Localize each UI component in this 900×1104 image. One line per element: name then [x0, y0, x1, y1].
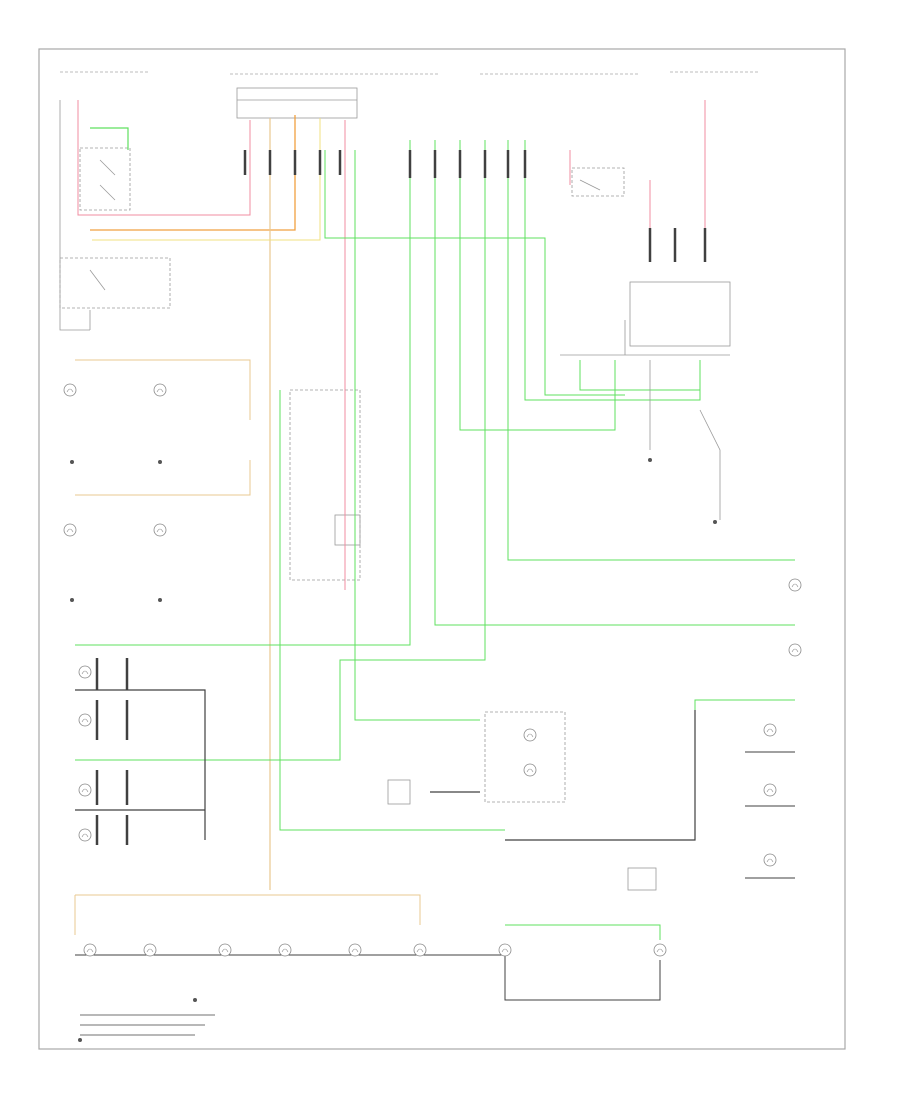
- lamp-front-right-1: [153, 383, 167, 397]
- lamp-bank-1-filament: [81, 670, 89, 675]
- ground-4: [713, 520, 717, 524]
- lamp-side-marker-left-filament: [791, 583, 799, 588]
- lamp-rear-2-filament: [766, 788, 774, 793]
- lower-right-connector: [627, 867, 657, 891]
- lamp-front-left-2-filament: [66, 528, 74, 533]
- wire-green-h6: [507, 140, 795, 561]
- wire-black-right-bus: [505, 710, 696, 841]
- ground-7: [193, 998, 197, 1002]
- lamp-cluster-right: [523, 728, 537, 742]
- lamp-front-left-2: [63, 523, 77, 537]
- wire-pink-left: [77, 100, 251, 216]
- lamp-bottom-7: [498, 943, 512, 957]
- lamp-bottom-7-filament: [501, 948, 509, 953]
- lamp-bank-2: [78, 713, 92, 727]
- lamp-side-marker-right: [788, 643, 802, 657]
- lamp-bank-4-filament: [81, 833, 89, 838]
- ground-6: [78, 1038, 82, 1042]
- lamp-bottom-3: [218, 943, 232, 957]
- lamp-bottom-1: [83, 943, 97, 957]
- wire-green-bottom-right: [505, 924, 661, 940]
- wire-green-h7: [524, 140, 701, 401]
- wire-black-bottom-ground: [75, 954, 661, 1001]
- lamp-front-right-2: [153, 523, 167, 537]
- wire-yellow-top: [92, 118, 321, 241]
- ground-1: [158, 460, 162, 464]
- lamp-rear-1-filament: [766, 728, 774, 733]
- wire-orange-main: [90, 115, 296, 231]
- lamp-bottom-2: [143, 943, 157, 957]
- lamp-bottom-8-filament: [656, 948, 664, 953]
- lamp-rear-3: [763, 853, 777, 867]
- wire-black-lamp-bank-top: [75, 689, 206, 840]
- ground-3: [158, 598, 162, 602]
- lamp-front-right-2-filament: [156, 528, 164, 533]
- wire-green-switch: [90, 127, 129, 150]
- lamp-bank-4: [78, 828, 92, 842]
- lamp-front-left-1-filament: [66, 388, 74, 393]
- wire-green-h2: [75, 140, 411, 646]
- flasher-module: [560, 281, 731, 356]
- lamp-front-right-1-filament: [156, 388, 164, 393]
- wire-tan-bottom-rail: [75, 894, 421, 925]
- wire-green-flasher: [579, 360, 700, 391]
- lamps: [63, 383, 802, 957]
- ground-2: [70, 598, 74, 602]
- wires: [59, 100, 795, 1036]
- connector-stubs: [95, 150, 707, 845]
- wire-tan-rail1: [75, 359, 251, 420]
- headlight-switch: [59, 257, 171, 330]
- turn-switch: [289, 389, 361, 581]
- lamp-rear-1: [763, 723, 777, 737]
- lamp-side-marker-left: [788, 578, 802, 592]
- instrument-cluster: [387, 711, 566, 805]
- wire-tan-rail2: [75, 460, 251, 496]
- lamp-side-marker-right-filament: [791, 648, 799, 653]
- lamp-rear-3-filament: [766, 858, 774, 863]
- wire-gray-left: [59, 100, 90, 331]
- lamp-bottom-5: [348, 943, 362, 957]
- lamp-bottom-5-filament: [351, 948, 359, 953]
- lamp-cluster-right-filament: [526, 733, 534, 738]
- lamp-cluster-left-filament: [526, 768, 534, 773]
- lamp-bottom-1-filament: [86, 948, 94, 953]
- lamp-bank-3-filament: [81, 788, 89, 793]
- wire-green-h1: [324, 150, 625, 396]
- grounds: [70, 458, 717, 1042]
- lamp-bank-1: [78, 665, 92, 679]
- lamp-bottom-6: [413, 943, 427, 957]
- wire-green-h9: [279, 390, 505, 831]
- lamp-bottom-8: [653, 943, 667, 957]
- diagram-frame: [38, 48, 846, 1050]
- control-module: [236, 87, 358, 119]
- lamp-bottom-4-filament: [281, 948, 289, 953]
- lamp-bottom-2-filament: [146, 948, 154, 953]
- ground-0: [70, 460, 74, 464]
- lamp-bottom-3-filament: [221, 948, 229, 953]
- relay-box: [571, 167, 625, 197]
- lamp-bank-2-filament: [81, 718, 89, 723]
- wire-green-h8: [354, 150, 480, 721]
- lamp-cluster-left: [523, 763, 537, 777]
- lamp-bottom-6-filament: [416, 948, 424, 953]
- top-left-switch: [79, 147, 131, 211]
- lamp-bottom-4: [278, 943, 292, 957]
- lamp-rear-2: [763, 783, 777, 797]
- wire-green-right-top: [694, 699, 795, 710]
- wire-green-h4: [459, 140, 616, 431]
- wire-green-h3: [434, 140, 795, 626]
- ground-5: [648, 458, 652, 462]
- wire-green-h5: [75, 140, 486, 761]
- top-bus-headers: [60, 71, 760, 75]
- lamp-bank-3: [78, 783, 92, 797]
- lamp-front-left-1: [63, 383, 77, 397]
- wire-gray-hazard2: [699, 409, 721, 520]
